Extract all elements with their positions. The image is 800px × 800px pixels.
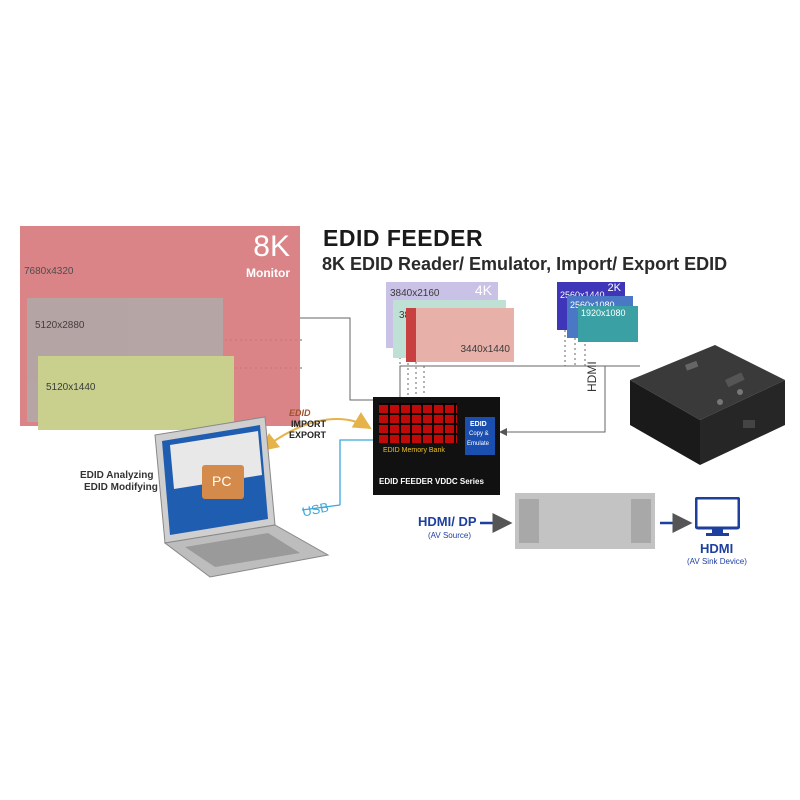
series-label: EDID FEEDER VDDC Series — [379, 477, 484, 486]
monitor-2k-c: 1920x1080 — [578, 306, 638, 342]
monitor-wide: 5120x1440 — [38, 356, 234, 430]
edid-feeder-device — [625, 340, 790, 470]
laptop-pc: PC — [150, 415, 330, 580]
pc-folder-icon — [202, 465, 244, 499]
sink-label: HDMI — [700, 541, 734, 556]
pc-caption-1: EDID Analyzing — [80, 470, 154, 481]
source-sub: (AV Source) — [428, 531, 471, 540]
copy-box-edid: EDID — [470, 421, 487, 428]
memory-bank-grid — [379, 403, 457, 443]
source-label: HDMI/ DP — [418, 514, 477, 529]
res-2560x1080: 2560x1080 — [570, 300, 615, 310]
page-subtitle: 8K EDID Reader/ Emulator, Import/ Export… — [322, 254, 728, 274]
monitor-2k-badge: 2K — [607, 282, 621, 294]
faded-device — [515, 493, 655, 549]
monitor-8k-badge-sub: Monitor — [246, 266, 290, 280]
res-3840x2160: 3840x2160 — [390, 288, 440, 299]
res-5120x2880: 5120x2880 — [35, 320, 85, 331]
edid-copy-box — [465, 417, 495, 455]
monitor-4k-badge: 4K — [474, 282, 492, 298]
edid-feeder-panel: EDID Memory Bank EDID Copy & Emulate EDI… — [373, 397, 500, 495]
memory-bank-label: EDID Memory Bank — [383, 447, 445, 454]
pc-label: PC — [212, 473, 232, 489]
page-title: EDID FEEDER — [323, 225, 484, 251]
pc-caption-2: EDID Modifying — [84, 482, 158, 493]
res-1920x1080: 1920x1080 — [581, 308, 626, 318]
res-2560x1440: 2560x1440 — [560, 290, 605, 300]
res-5120x1440: 5120x1440 — [46, 382, 96, 393]
monitor-8k-badge: 8K — [253, 230, 290, 263]
hdmi-cable-label: HDMI — [585, 361, 599, 392]
copy-box-copy: Copy & — [469, 431, 489, 437]
res-7680x4320: 7680x4320 — [24, 266, 74, 277]
sink-sub: (AV Sink Device) — [687, 557, 747, 566]
import-label: IMPORT — [291, 419, 326, 429]
edid-label: EDID — [289, 408, 311, 418]
copy-box-emulate: Emulate — [467, 441, 490, 447]
res-3440x1440: 3440x1440 — [460, 344, 511, 355]
export-label: EXPORT — [289, 430, 327, 440]
monitor-icon — [694, 496, 741, 537]
monitor-4k-c: 3440x1440 — [406, 308, 514, 362]
